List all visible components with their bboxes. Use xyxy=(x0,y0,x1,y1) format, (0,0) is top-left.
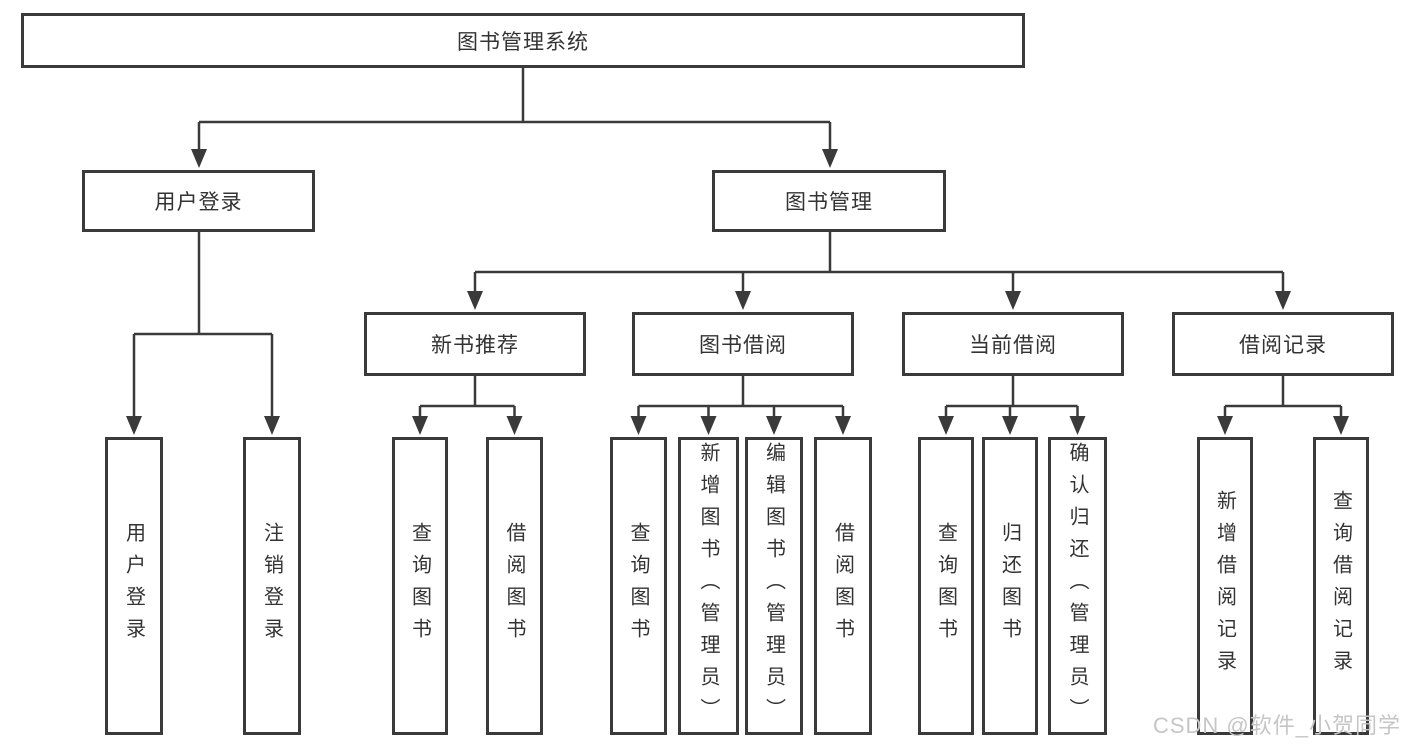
leaf-label: 新增借阅记录 xyxy=(1213,490,1236,682)
node-book-borrowing: 图书借阅 xyxy=(632,312,854,376)
leaf-add-borrow-record: 新增借阅记录 xyxy=(1197,437,1253,735)
leaf-query-books-recommend: 查询图书 xyxy=(392,437,448,735)
leaf-label: 新增图书（管理员） xyxy=(697,442,719,730)
leaf-query-borrow-record: 查询借阅记录 xyxy=(1313,437,1369,735)
leaf-label: 用户登录 xyxy=(122,522,145,650)
leaf-borrow-books-recommend: 借阅图书 xyxy=(486,437,543,735)
leaf-label: 注销登录 xyxy=(260,522,283,650)
leaf-label: 查询图书 xyxy=(627,522,649,650)
leaf-label: 借阅图书 xyxy=(831,522,854,650)
leaf-query-books-current: 查询图书 xyxy=(918,437,974,735)
leaf-edit-book-admin: 编辑图书（管理员） xyxy=(745,437,803,735)
leaf-label: 归还图书 xyxy=(998,522,1021,650)
node-book-management: 图书管理 xyxy=(712,170,946,232)
leaf-user-login: 用户登录 xyxy=(105,437,163,735)
leaf-confirm-return-admin: 确认归还（管理员） xyxy=(1048,437,1107,735)
leaf-logout: 注销登录 xyxy=(243,437,301,735)
leaf-add-book-admin: 新增图书（管理员） xyxy=(678,437,739,735)
leaf-label: 查询图书 xyxy=(934,522,957,650)
node-new-book-recommendation: 新书推荐 xyxy=(364,312,586,376)
leaf-label: 查询图书 xyxy=(408,522,431,650)
node-user-login: 用户登录 xyxy=(82,170,315,232)
leaf-label: 查询借阅记录 xyxy=(1329,490,1352,682)
leaf-query-books-borrowing: 查询图书 xyxy=(610,437,667,735)
leaf-label: 确认归还（管理员） xyxy=(1066,442,1088,730)
leaf-label: 借阅图书 xyxy=(503,522,525,650)
node-borrowing-records: 借阅记录 xyxy=(1172,312,1394,376)
watermark: CSDN @软件_小贺同学 xyxy=(1152,713,1401,738)
leaf-borrow-books-borrowing: 借阅图书 xyxy=(814,437,872,735)
leaf-return-book: 归还图书 xyxy=(982,437,1038,735)
leaf-label: 编辑图书（管理员） xyxy=(762,442,785,730)
node-library-management-system: 图书管理系统 xyxy=(21,13,1025,68)
node-current-borrowing: 当前借阅 xyxy=(902,312,1124,376)
